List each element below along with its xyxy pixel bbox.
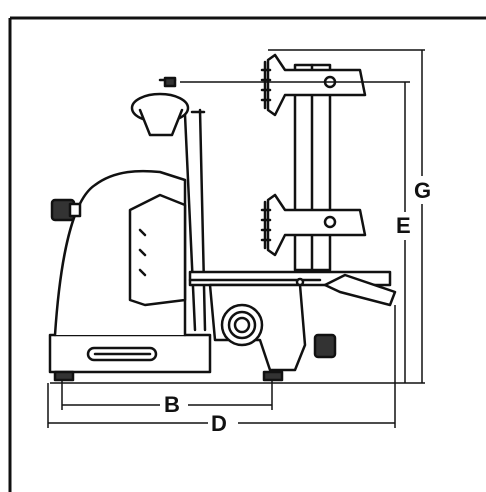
lower-knob [313, 333, 337, 359]
pusher-clamp-lower [266, 193, 367, 257]
frame-border [8, 16, 486, 492]
blade-guard [128, 193, 187, 307]
label-e: E [396, 213, 411, 238]
slicer-drawing [48, 53, 397, 382]
foot-right [262, 370, 284, 382]
foot-left [53, 370, 75, 382]
carriage-handle [323, 273, 397, 307]
blade-arm [183, 113, 197, 332]
label-g: G [414, 178, 431, 203]
label-b: B [164, 392, 180, 417]
pusher-clamp-upper [266, 53, 367, 117]
label-d: D [211, 411, 227, 436]
